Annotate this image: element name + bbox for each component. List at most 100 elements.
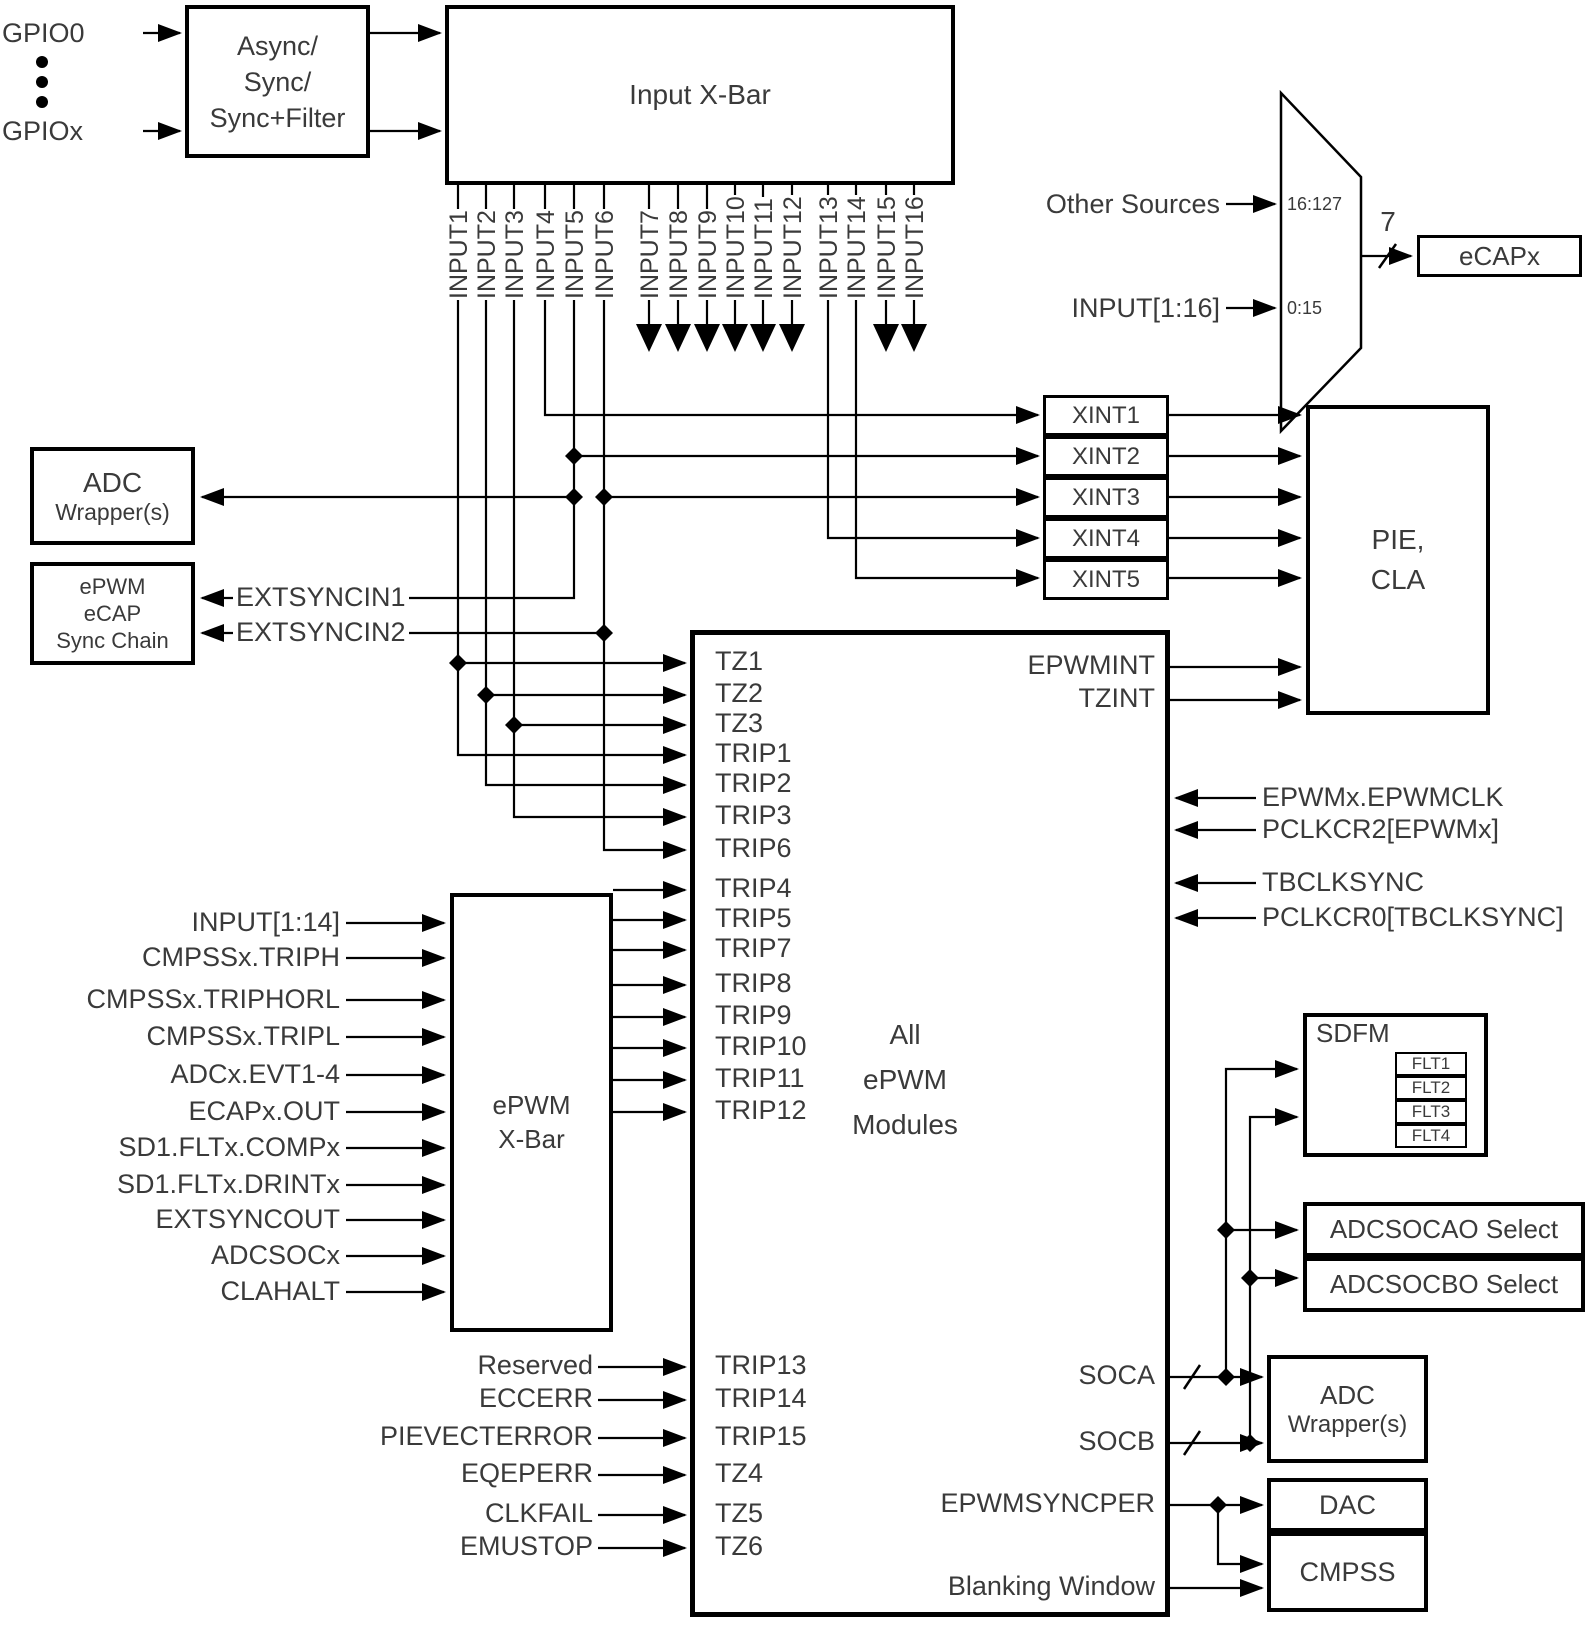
port-trip10: TRIP10 (715, 1031, 807, 1061)
xint3-label: XINT3 (1071, 483, 1140, 511)
xbar-in-sdcomp: SD1.FLTx.COMPx (118, 1132, 340, 1162)
pclkcr0-label: PCLKCR0[TBCLKSYNC] (1262, 902, 1564, 932)
adc-wrapper-left-line2: Wrapper(s) (55, 498, 170, 525)
epwm-xbar-title-1: ePWM (492, 1090, 571, 1120)
flt4-box: FLT4 (1395, 1124, 1467, 1148)
input6-label: INPUT6 (591, 209, 619, 300)
pie-cla-line2: CLA (1370, 564, 1426, 595)
gpio0-label: GPIO0 (2, 18, 85, 48)
ecap-label: eCAPx (1459, 240, 1540, 271)
pie-cla-box: PIE, CLA (1306, 405, 1490, 715)
port-trip12: TRIP12 (715, 1095, 807, 1125)
adc-wrapper-left-box: ADC Wrapper(s) (30, 447, 195, 545)
input9-label: INPUT9 (694, 209, 722, 300)
xbar-in-adcevt: ADCx.EVT1-4 (170, 1059, 340, 1089)
async-sync-filter-box: Async/ Sync/ Sync+Filter (185, 5, 370, 158)
epwm-xbar-box (450, 893, 613, 1332)
port-trip5: TRIP5 (715, 903, 792, 933)
port-epwmint: EPWMINT (1027, 650, 1156, 680)
port-socb: SOCB (1078, 1426, 1155, 1456)
flt3-box: FLT3 (1395, 1100, 1467, 1124)
xbar-in-extsyncout: EXTSYNCOUT (155, 1204, 340, 1234)
xint5-label: XINT5 (1071, 565, 1140, 593)
input8-label: INPUT8 (665, 209, 693, 300)
all-epwm-title-1: All (889, 1019, 921, 1050)
sync-chain-line1: ePWM (79, 574, 146, 599)
all-epwm-modules-box (690, 630, 1170, 1617)
xint4-label: XINT4 (1071, 524, 1140, 552)
async-line-1: Async/ (236, 30, 319, 61)
all-epwm-title: All ePWM Modules (755, 1012, 1055, 1147)
pie-cla-line1: PIE, (1371, 524, 1425, 555)
sdfm-title: SDFM (1316, 1018, 1390, 1048)
input13-label: INPUT13 (815, 195, 843, 300)
flt4-label: FLT4 (1411, 1126, 1451, 1145)
port-blanking-window: Blanking Window (947, 1571, 1155, 1601)
xbar-in-tripl: CMPSSx.TRIPL (146, 1021, 340, 1051)
xint4-box: XINT4 (1043, 518, 1169, 559)
bus-width-label: 7 (1380, 206, 1396, 237)
async-line-3: Sync+Filter (209, 102, 346, 133)
input2-label: INPUT2 (473, 209, 501, 300)
adcsocbo-label: ADCSOCBO Select (1329, 1269, 1559, 1299)
pclkcr2-label: PCLKCR2[EPWMx] (1262, 814, 1500, 844)
xbar-in-adcsocx: ADCSOCx (210, 1240, 340, 1270)
input-1-16-label: INPUT[1:16] (1071, 293, 1220, 323)
port-tz1: TZ1 (715, 646, 764, 676)
other-sources-label: Other Sources (1045, 189, 1220, 219)
fault-eccerr: ECCERR (478, 1383, 593, 1413)
xint3-box: XINT3 (1043, 477, 1169, 518)
port-trip6: TRIP6 (715, 833, 792, 863)
epwm-xbar-title-2: X-Bar (498, 1124, 565, 1154)
xbar-in-input114: INPUT[1:14] (191, 907, 340, 937)
cmpss-label: CMPSS (1299, 1556, 1396, 1587)
port-tz3: TZ3 (715, 708, 764, 738)
flt2-box: FLT2 (1395, 1076, 1467, 1100)
xint1-box: XINT1 (1043, 395, 1169, 436)
input16-label: INPUT16 (901, 195, 929, 300)
gpiox-label: GPIOx (2, 116, 84, 146)
mux-port-top-label: 16:127 (1287, 194, 1343, 214)
flt2-label: FLT2 (1411, 1078, 1451, 1097)
port-trip3: TRIP3 (715, 800, 792, 830)
port-trip1: TRIP1 (715, 738, 792, 768)
port-tz4: TZ4 (715, 1458, 764, 1488)
input4-label: INPUT4 (532, 209, 560, 300)
flt3-label: FLT3 (1411, 1102, 1451, 1121)
xint5-box: XINT5 (1043, 559, 1169, 600)
xbar-in-sddrint: SD1.FLTx.DRINTx (116, 1169, 340, 1199)
extsyncin2-label: EXTSYNCIN2 (233, 617, 409, 648)
adc-wrapper-right-line2: Wrapper(s) (1287, 1410, 1408, 1438)
xbar-in-triphorl: CMPSSx.TRIPHORL (86, 984, 340, 1014)
cmpss-box: CMPSS (1267, 1532, 1428, 1612)
fault-emustop: EMUSTOP (459, 1531, 593, 1561)
input-xbar-title: Input X-Bar (629, 79, 771, 110)
xint1-label: XINT1 (1071, 401, 1140, 429)
port-trip11: TRIP11 (715, 1063, 805, 1093)
port-trip4: TRIP4 (715, 873, 792, 903)
port-trip14: TRIP14 (715, 1383, 807, 1413)
port-tzint: TZINT (1078, 683, 1155, 713)
adcsocao-select-box: ADCSOCAO Select (1303, 1202, 1585, 1257)
port-tz2: TZ2 (715, 678, 764, 708)
adcsocao-label: ADCSOCAO Select (1329, 1214, 1559, 1244)
input7-label: INPUT7 (636, 209, 664, 300)
xint2-label: XINT2 (1071, 442, 1140, 470)
all-epwm-title-2: ePWM (863, 1064, 947, 1095)
fault-reserved: Reserved (477, 1350, 593, 1380)
input15-label: INPUT15 (873, 195, 901, 300)
mux-port-bottom-label: 0:15 (1287, 298, 1323, 318)
fault-clkfail: CLKFAIL (484, 1498, 593, 1528)
input10-label: INPUT10 (722, 195, 750, 300)
dac-label: DAC (1318, 1489, 1376, 1520)
input5-label: INPUT5 (561, 209, 589, 300)
port-soca: SOCA (1078, 1360, 1155, 1390)
extsyncin1-label: EXTSYNCIN1 (233, 582, 409, 613)
flt1-label: FLT1 (1411, 1054, 1451, 1073)
input11-label: INPUT11 (750, 197, 778, 300)
port-trip2: TRIP2 (715, 768, 792, 798)
dac-box: DAC (1267, 1478, 1428, 1532)
input14-label: INPUT14 (843, 195, 871, 300)
sync-chain-line2: eCAP (83, 601, 142, 626)
